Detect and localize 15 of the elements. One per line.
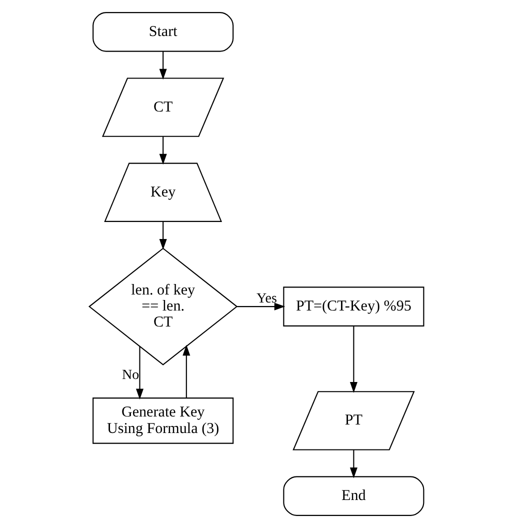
node-box: PT=(CT-Key) %95 — [282, 286, 424, 326]
arrow — [158, 221, 166, 250]
node-box: Generate Key Using Formula (3) — [92, 398, 234, 444]
node-box: Start — [92, 12, 234, 52]
arrow — [158, 136, 166, 165]
node-box: End — [282, 476, 424, 516]
node-diamond: len. of key == len. CT — [88, 248, 238, 366]
arrow — [236, 302, 285, 310]
edge-label: Yes — [256, 292, 276, 307]
edge-label: No — [122, 368, 139, 384]
arrow — [135, 346, 144, 400]
arrow — [158, 51, 166, 80]
arrow — [349, 450, 357, 478]
arrow — [182, 344, 190, 398]
arrow — [349, 326, 357, 393]
